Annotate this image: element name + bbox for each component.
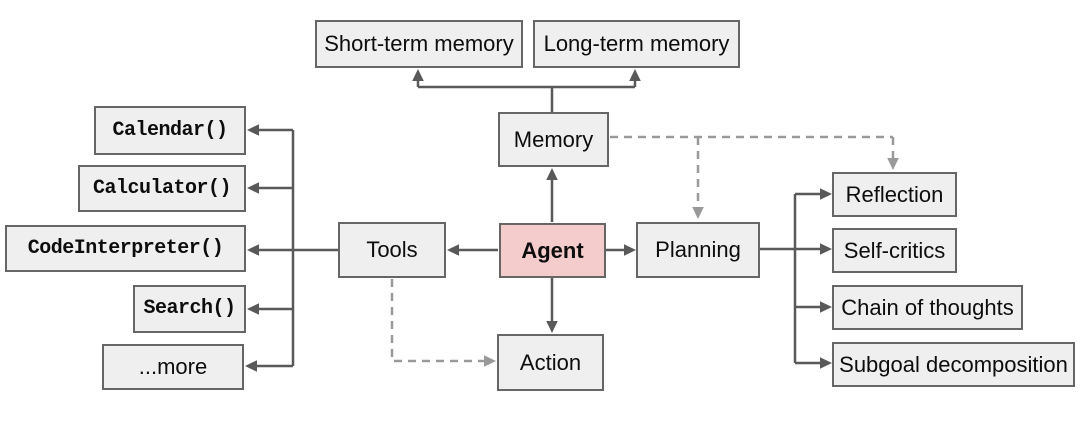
node-code-interpreter-tool-label: CodeInterpreter(): [27, 236, 224, 260]
node-memory-label: Memory: [513, 126, 594, 152]
node-action-label: Action: [519, 349, 582, 375]
node-long-term-memory: Long-term memory: [533, 20, 740, 68]
node-tools-label: Tools: [366, 237, 418, 262]
node-agent-label: Agent: [521, 237, 584, 263]
node-action: Action: [497, 334, 604, 391]
node-planning-label: Planning: [655, 237, 741, 262]
node-code-interpreter-tool: CodeInterpreter(): [5, 225, 246, 272]
node-long-term-memory-label: Long-term memory: [543, 31, 730, 56]
node-calendar-tool-label: Calendar(): [112, 118, 228, 142]
edge-memory-planning-reflection-dashed: [610, 135, 899, 219]
node-chain-of-thoughts: Chain of thoughts: [832, 285, 1023, 330]
edge-agent-tools: [447, 244, 498, 256]
edge-tools-to-tool-list: [245, 124, 338, 372]
node-short-term-memory-label: Short-term memory: [324, 31, 514, 56]
node-more-tools: ...more: [102, 344, 244, 390]
node-subgoal-decomposition-label: Subgoal decomposition: [839, 351, 1068, 377]
node-more-tools-label: ...more: [138, 354, 208, 379]
edge-agent-memory: [546, 168, 558, 222]
node-search-tool: Search(): [133, 285, 246, 333]
node-reflection: Reflection: [832, 172, 957, 217]
node-search-tool-label: Search(): [143, 297, 236, 320]
edge-agent-action: [546, 278, 558, 333]
node-chain-of-thoughts-label: Chain of thoughts: [841, 294, 1014, 320]
node-tools: Tools: [338, 222, 446, 278]
node-calendar-tool: Calendar(): [94, 106, 246, 155]
node-reflection-label: Reflection: [845, 181, 944, 207]
node-short-term-memory: Short-term memory: [315, 20, 523, 68]
node-calculator-tool: Calculator(): [78, 165, 246, 212]
edge-tools-action-dashed: [390, 279, 496, 367]
node-planning: Planning: [636, 222, 760, 278]
node-subgoal-decomposition: Subgoal decomposition: [832, 342, 1075, 387]
edge-memory-to-submemories: [412, 69, 641, 112]
edge-planning-to-technique-list: [760, 188, 832, 369]
node-self-critics: Self-critics: [832, 228, 957, 273]
edge-agent-planning: [606, 244, 636, 256]
node-calculator-tool-label: Calculator(): [92, 176, 232, 200]
node-self-critics-label: Self-critics: [843, 237, 946, 263]
node-agent: Agent: [499, 223, 606, 278]
node-memory: Memory: [498, 112, 609, 167]
